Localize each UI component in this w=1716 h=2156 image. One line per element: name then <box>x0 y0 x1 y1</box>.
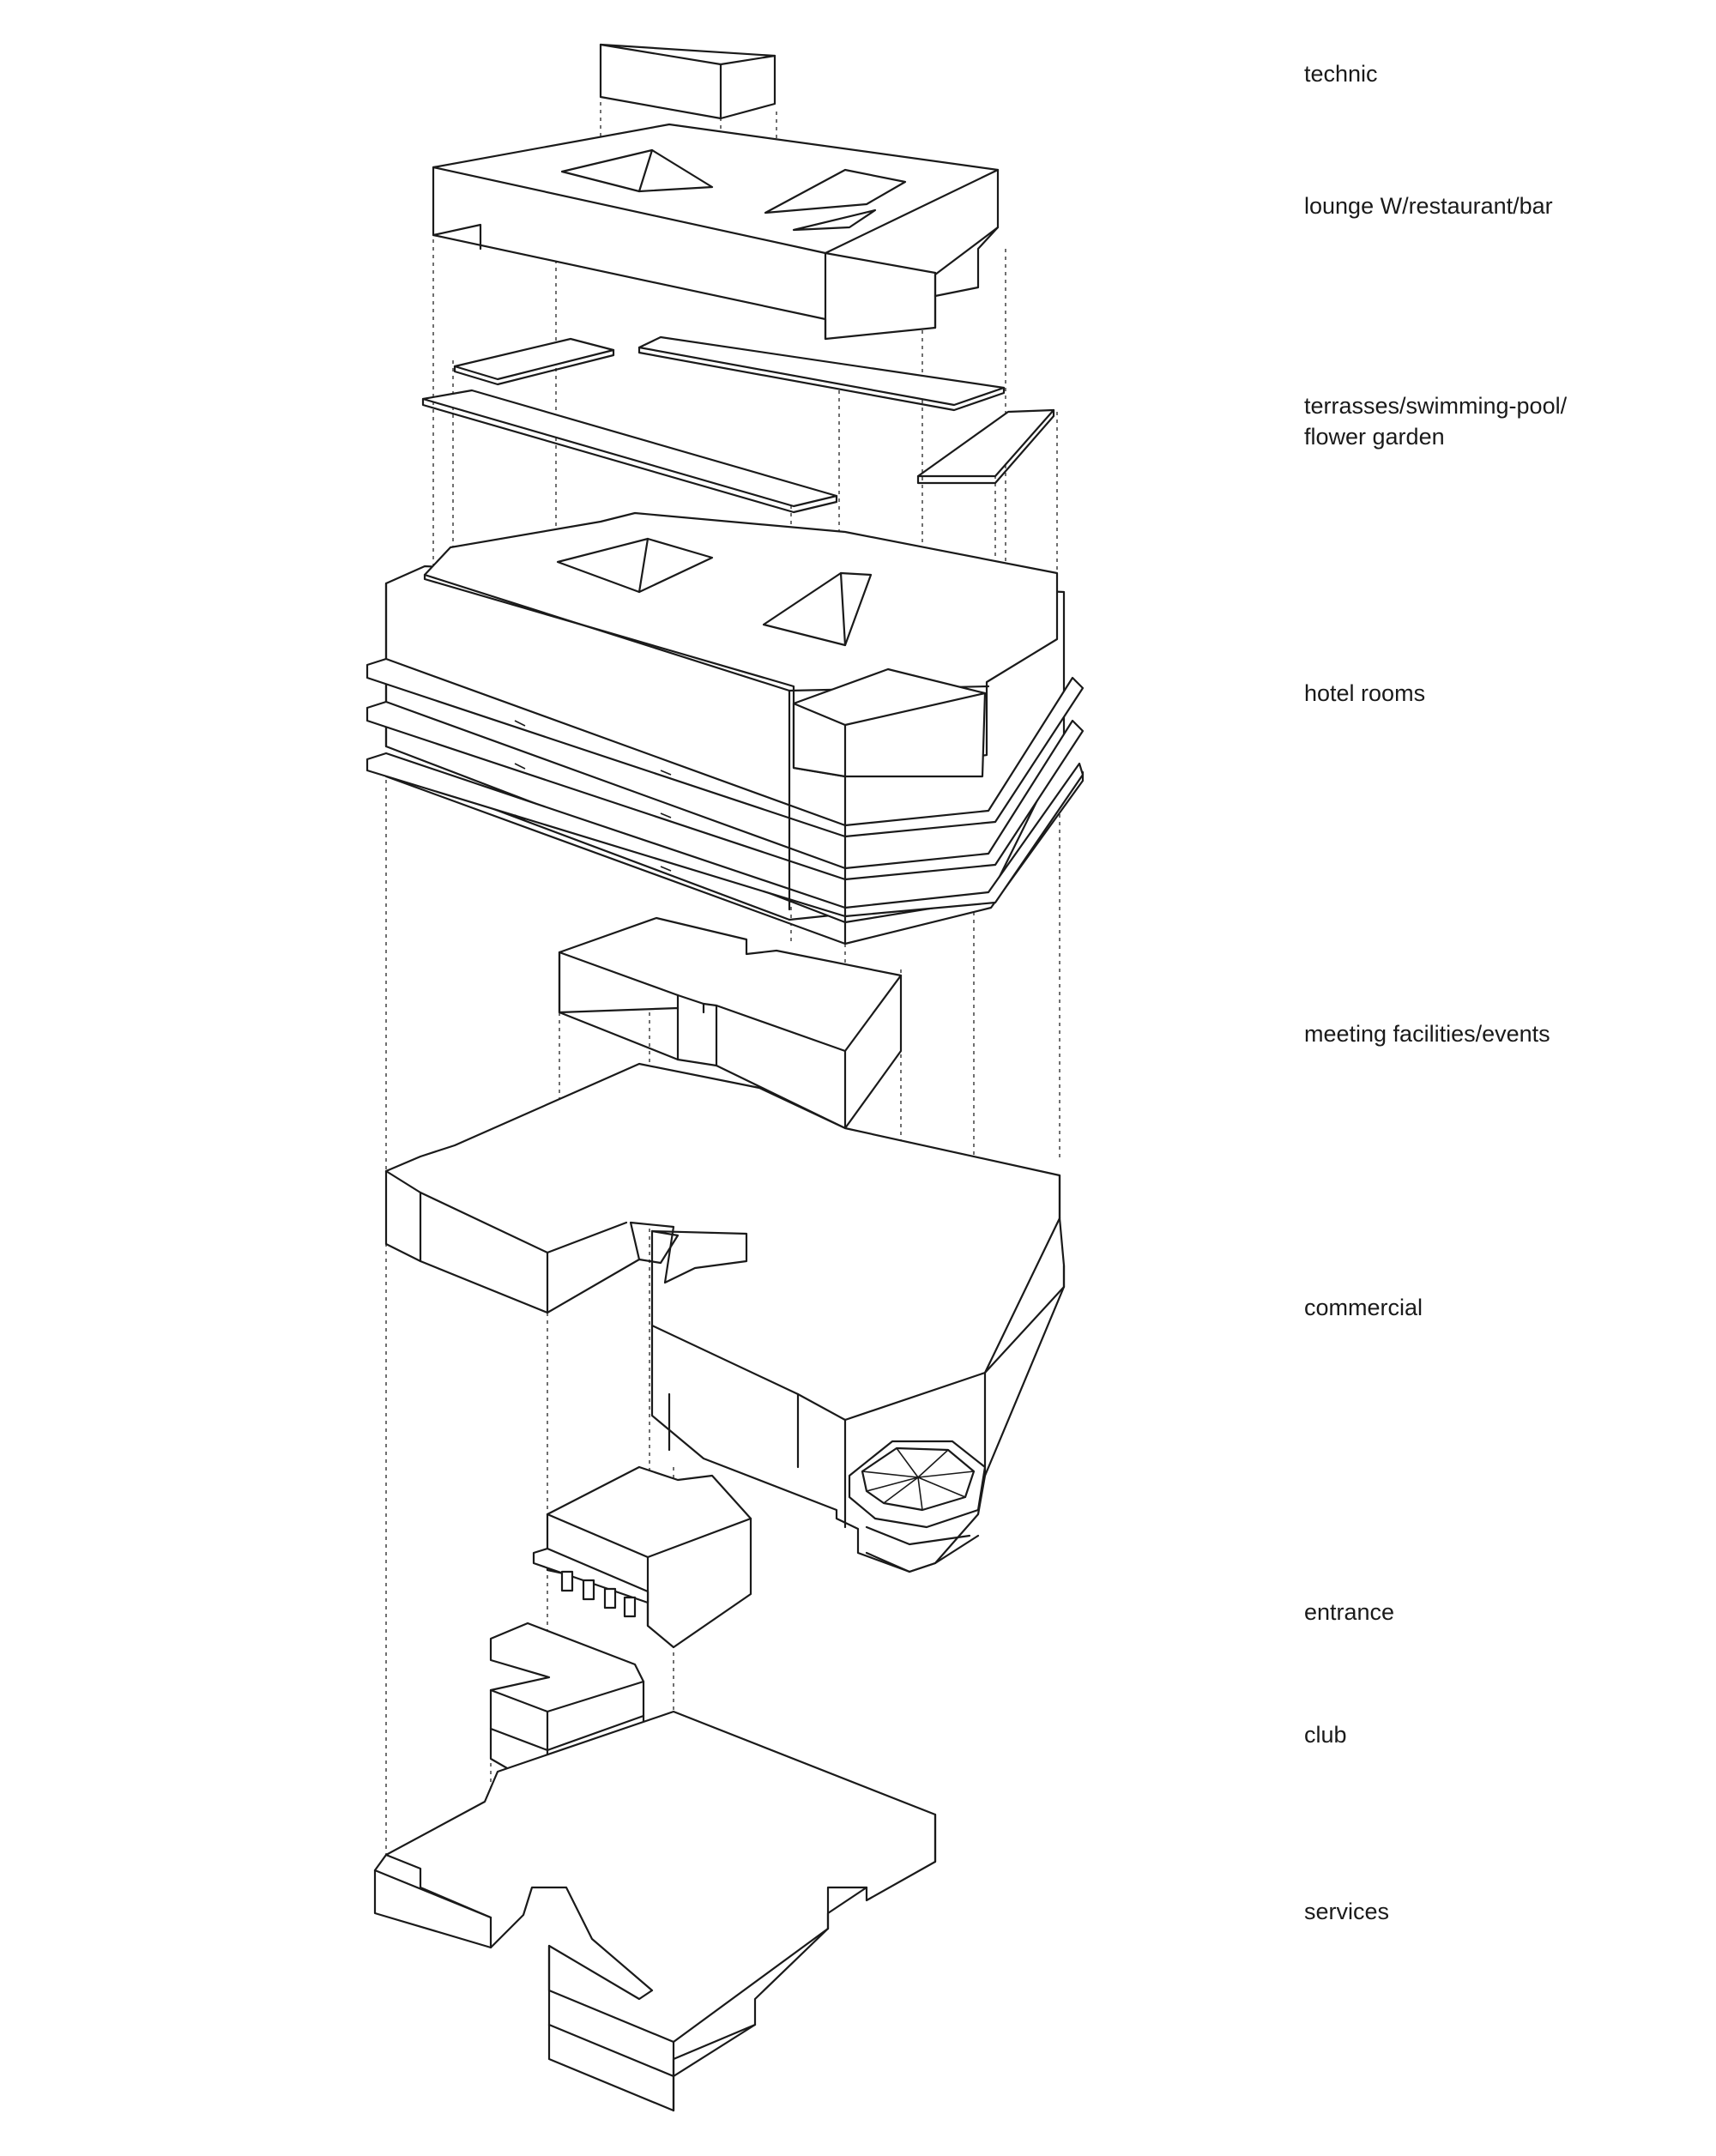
label-hotel-rooms: hotel rooms <box>1304 680 1426 706</box>
lounge-block <box>432 123 1000 341</box>
meeting-facilities-block <box>558 916 903 1130</box>
label-commercial: commercial <box>1304 1295 1423 1320</box>
label-technic: technic <box>1304 61 1378 87</box>
label-club: club <box>1304 1722 1347 1748</box>
label-services: services <box>1304 1899 1390 1924</box>
label-terraces: terrasses/swimming-pool/ flower garden <box>1304 393 1568 450</box>
label-meeting-facilities: meeting facilities/events <box>1304 1021 1550 1047</box>
services-block <box>373 1710 937 2112</box>
commercial-block <box>384 1062 1066 1573</box>
label-entrance: entrance <box>1304 1599 1395 1625</box>
entrance-block <box>532 1465 752 1649</box>
label-lounge: lounge W/restaurant/bar <box>1304 193 1553 219</box>
terraces-slabs <box>421 335 1055 514</box>
hotel-rooms-block <box>366 511 1085 945</box>
technic-block <box>599 43 776 120</box>
